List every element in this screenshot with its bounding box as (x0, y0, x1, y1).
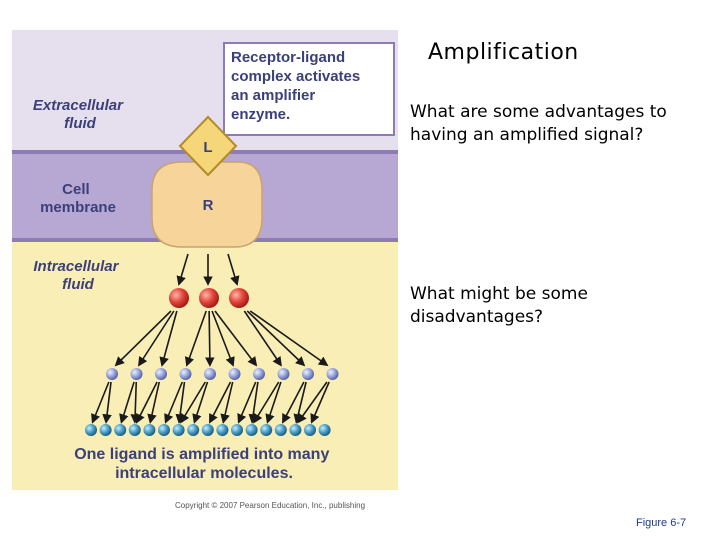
cascade-arrow (209, 381, 232, 424)
intracellular-molecule (216, 424, 229, 436)
intermediate-molecule (277, 368, 290, 380)
cascade-arrow (91, 381, 110, 424)
intermediate-molecule (326, 368, 339, 380)
intracellular-molecule (143, 424, 156, 436)
cascade-arrow (138, 310, 175, 367)
ligand-label: L (203, 139, 212, 156)
cascade-arrow (102, 381, 112, 424)
cascade-arrow (175, 381, 186, 424)
figure-number: Figure 6-7 (636, 517, 687, 529)
cascade-arrow (282, 381, 305, 424)
molecules-layer (85, 288, 339, 436)
cascade-arrow (253, 381, 280, 424)
amplification-caption: One ligand is amplified into many intrac… (74, 446, 334, 482)
cascade-arrow (249, 310, 329, 367)
intracellular-molecule (114, 424, 127, 436)
intermediate-molecule (179, 368, 192, 380)
cascade-arrow (237, 381, 257, 424)
cascade-arrow (159, 310, 178, 367)
cascade-arrow (180, 381, 206, 424)
intracellular-molecule (172, 424, 185, 436)
intermediate-molecule (253, 368, 265, 380)
ligand-diamond (178, 115, 238, 177)
intracellular-molecule (158, 424, 170, 436)
intermediate-molecule (130, 368, 143, 380)
intracellular-molecule (260, 424, 273, 436)
cascade-arrow (119, 381, 135, 424)
callout-text: Receptor-ligand complex activates an amp… (231, 49, 364, 123)
advantages-question: What are some advantages to having an am… (410, 102, 667, 145)
cascade-arrow (243, 310, 282, 367)
cascade-arrow (205, 310, 215, 367)
cascade-arrow (265, 381, 282, 424)
cascade-arrow (147, 381, 161, 424)
slide-title: Amplification (428, 40, 579, 65)
intracellular-molecule (304, 424, 316, 436)
receptor-protein (151, 161, 263, 248)
cascade-arrow (114, 310, 172, 367)
signal-amplification-figure: Extracellular fluid Cell membrane Intrac… (12, 30, 398, 516)
intermediate-molecule (302, 368, 314, 380)
intracellular-molecule (245, 424, 258, 436)
arrows-layer (91, 253, 330, 424)
cascade-arrow (246, 310, 306, 367)
disadvantages-question: What might be some disadvantages? (410, 284, 588, 327)
amplification-diagram: Extracellular fluid Cell membrane Intrac… (12, 30, 398, 516)
intracellular-molecule (187, 424, 200, 436)
intermediate-molecule (155, 368, 167, 380)
cell-membrane-label: Cell membrane (40, 181, 116, 216)
cascade-arrow (248, 381, 259, 424)
intracellular-molecule (128, 424, 141, 436)
intracellular-molecule (85, 424, 97, 436)
cascade-arrow (130, 381, 140, 424)
cascade-arrow (164, 381, 184, 424)
intracellular-molecule (318, 424, 331, 436)
amplifier-enzyme-molecule (199, 288, 219, 308)
intracellular-molecule (231, 424, 243, 436)
copyright-text: Copyright © 2007 Pearson Education, Inc.… (175, 501, 365, 510)
intermediate-molecule (106, 368, 118, 380)
cascade-arrow (214, 310, 258, 367)
intracellular-molecule (99, 424, 112, 436)
intracellular-molecule (201, 424, 214, 436)
cascade-arrow (227, 253, 240, 286)
amplifier-enzyme-molecule (169, 288, 189, 308)
intermediate-molecule (204, 368, 216, 380)
intermediate-molecule (228, 368, 241, 380)
callout-box (223, 42, 395, 136)
receptor-label: R (203, 197, 214, 214)
cascade-arrow (176, 253, 189, 286)
extracellular-label: Extracellular fluid (33, 97, 127, 132)
cascade-arrow (310, 381, 330, 424)
intracellular-molecule (289, 424, 302, 436)
cascade-arrow (184, 310, 207, 367)
cascade-arrow (220, 381, 234, 424)
cascade-arrow (192, 381, 209, 424)
cascade-arrow (211, 310, 235, 367)
cascade-arrow (136, 381, 158, 424)
copyright-strip (12, 490, 398, 516)
amplifier-enzyme-molecule (229, 288, 249, 308)
intracellular-molecule (274, 424, 287, 436)
intracellular-label: Intracellular fluid (33, 258, 122, 293)
cascade-arrow (297, 381, 328, 424)
